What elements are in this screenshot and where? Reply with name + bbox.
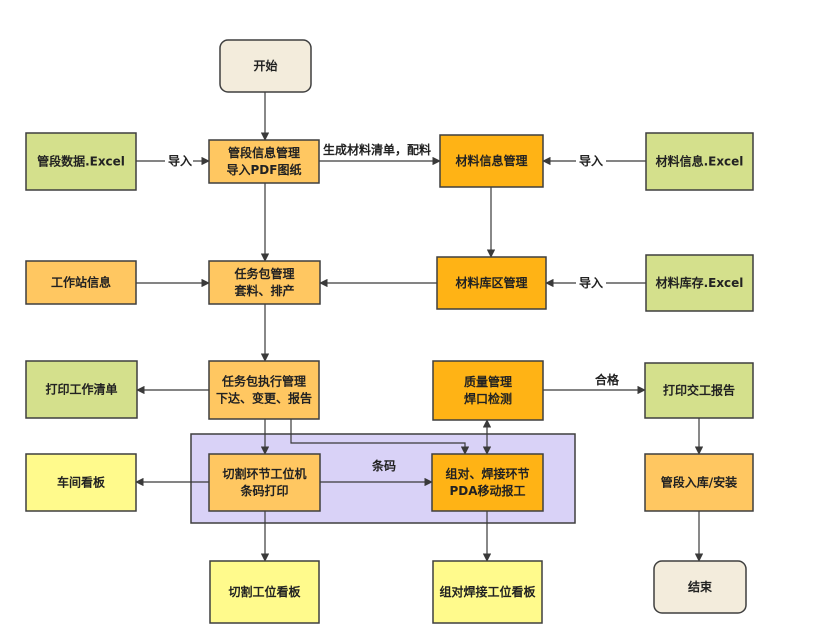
print-work-list-node: 打印工作清单 bbox=[25, 360, 138, 419]
connectors bbox=[135, 92, 704, 562]
workshop-board-node-label-1: 车间看板 bbox=[57, 475, 106, 490]
print-handover-report-node-label-1: 打印交工报告 bbox=[663, 383, 735, 398]
edge-label-import-material: 导入 bbox=[579, 153, 603, 168]
cutting-station-board-node-label-1: 切割工位看板 bbox=[228, 584, 301, 599]
material-storage-management-node: 材料库区管理 bbox=[436, 256, 547, 310]
print-work-list-node-label-1: 打印工作清单 bbox=[45, 382, 117, 397]
pipe-data-excel-node: 管段数据.Excel bbox=[25, 132, 137, 191]
edge-label-generate-material-list: 生成材料清单，配料 bbox=[323, 142, 431, 157]
material-storage-management-node-box bbox=[436, 256, 547, 310]
welding-station-node-box bbox=[431, 453, 544, 512]
welding-station-board-node-box bbox=[432, 560, 543, 624]
material-storage-management-node-label-1: 材料库区管理 bbox=[454, 275, 527, 290]
task-package-management-node-label-1: 任务包管理 bbox=[233, 266, 294, 281]
start-node: 开始 bbox=[219, 39, 312, 93]
material-info-excel-node-box bbox=[645, 132, 754, 191]
material-info-management-node: 材料信息管理 bbox=[439, 134, 544, 188]
start-node-label-1: 开始 bbox=[253, 58, 277, 73]
task-package-management-node-label-2: 套料、排产 bbox=[233, 283, 294, 298]
edge-label-import-pipe: 导入 bbox=[168, 153, 192, 168]
workstation-info-node: 工作站信息 bbox=[25, 260, 137, 305]
edge-label-import-stock: 导入 bbox=[579, 275, 603, 290]
task-package-execution-node-label-1: 任务包执行管理 bbox=[221, 374, 306, 389]
edge-exec-to-weld bbox=[290, 419, 470, 455]
workstation-info-node-box bbox=[25, 260, 137, 305]
pipe-info-management-node-box bbox=[208, 139, 320, 184]
material-stock-excel-node: 材料库存.Excel bbox=[645, 254, 754, 312]
material-info-excel-node: 材料信息.Excel bbox=[645, 132, 754, 191]
quality-management-node-label-2: 焊口检测 bbox=[464, 391, 512, 406]
edge-label-barcode: 条码 bbox=[371, 458, 396, 473]
start-node-box bbox=[219, 39, 312, 93]
end-node: 结束 bbox=[653, 560, 747, 614]
pipe-info-management-node-label-2: 导入PDF图纸 bbox=[227, 162, 302, 177]
material-stock-excel-node-box bbox=[645, 254, 754, 312]
cutting-station-node-box bbox=[208, 453, 321, 512]
pipe-data-excel-node-box bbox=[25, 132, 137, 191]
material-info-management-node-box bbox=[439, 134, 544, 188]
cutting-station-board-node-box bbox=[209, 560, 320, 624]
material-info-management-node-label-1: 材料信息管理 bbox=[454, 153, 527, 168]
print-work-list-node-box bbox=[25, 360, 138, 419]
pipe-data-excel-node-label-1: 管段数据.Excel bbox=[37, 154, 125, 169]
welding-station-node: 组对、焊接环节 PDA移动报工 bbox=[431, 453, 544, 512]
end-node-box bbox=[653, 560, 747, 614]
cutting-station-node-label-1: 切割环节工位机 bbox=[222, 466, 306, 481]
task-package-execution-node-box bbox=[208, 360, 320, 420]
workshop-board-node: 车间看板 bbox=[25, 453, 137, 512]
welding-station-board-node-label-1: 组对焊接工位看板 bbox=[439, 584, 536, 599]
end-node-label-1: 结束 bbox=[688, 579, 713, 594]
quality-management-node-box bbox=[432, 360, 544, 421]
cutting-station-node-label-2: 条码打印 bbox=[239, 483, 288, 498]
cutting-station-board-node: 切割工位看板 bbox=[209, 560, 320, 624]
edge-label-qualified: 合格 bbox=[595, 372, 620, 387]
welding-station-board-node: 组对焊接工位看板 bbox=[432, 560, 543, 624]
pipe-info-management-node-label-1: 管段信息管理 bbox=[228, 145, 300, 160]
workshop-board-node-box bbox=[25, 453, 137, 512]
material-info-excel-node-label-1: 材料信息.Excel bbox=[655, 154, 744, 169]
task-package-management-node-box bbox=[208, 260, 321, 305]
pipe-storage-install-node-box bbox=[644, 453, 754, 512]
pipe-storage-install-node: 管段入库/安装 bbox=[644, 453, 754, 512]
pipe-storage-install-node-label-1: 管段入库/安装 bbox=[661, 475, 737, 490]
print-handover-report-node-box bbox=[644, 362, 754, 419]
task-package-execution-node-label-2: 下达、变更、报告 bbox=[216, 391, 312, 406]
material-stock-excel-node-label-1: 材料库存.Excel bbox=[655, 275, 744, 290]
quality-management-node-label-1: 质量管理 bbox=[464, 374, 512, 389]
print-handover-report-node: 打印交工报告 bbox=[644, 362, 754, 419]
welding-station-node-label-2: PDA移动报工 bbox=[449, 483, 525, 498]
workstation-info-node-label-1: 工作站信息 bbox=[51, 275, 111, 290]
welding-station-node-label-1: 组对、焊接环节 bbox=[445, 466, 529, 481]
